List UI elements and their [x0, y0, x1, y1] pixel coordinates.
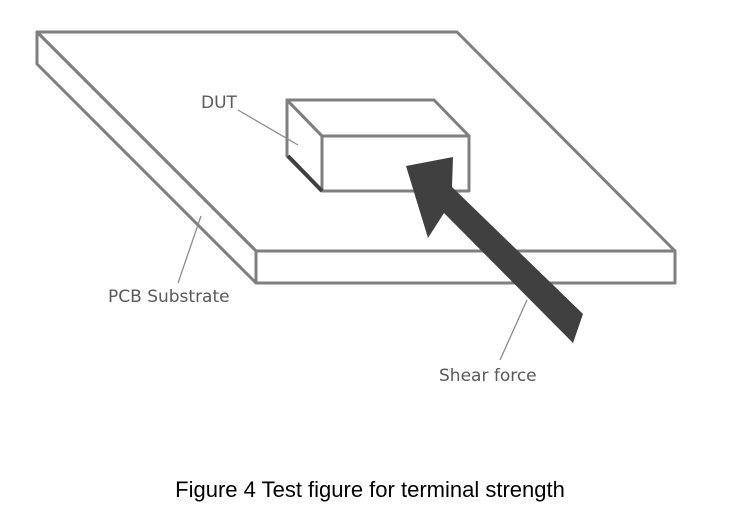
pcb-front-face — [254, 249, 677, 285]
pcb-leader-line — [177, 215, 202, 284]
shear-leader-line — [499, 299, 528, 361]
shear-force-arrow — [406, 157, 583, 343]
dut-leader-line — [237, 109, 299, 146]
figure-caption: Figure 4 Test figure for terminal streng… — [175, 477, 565, 502]
dut-terminal-edge — [286, 154, 324, 193]
pcb-substrate — [35, 30, 677, 285]
dut-front-face — [320, 134, 471, 193]
pcb-top-face — [35, 30, 677, 253]
dut-top-face — [285, 98, 471, 138]
dut-label: DUT — [201, 93, 238, 113]
pcb-left-side-face — [35, 30, 258, 285]
pcb-substrate-label: PCB Substrate — [108, 287, 230, 307]
shear-force-label: Shear force — [439, 366, 537, 386]
dut-left-face — [285, 98, 324, 193]
